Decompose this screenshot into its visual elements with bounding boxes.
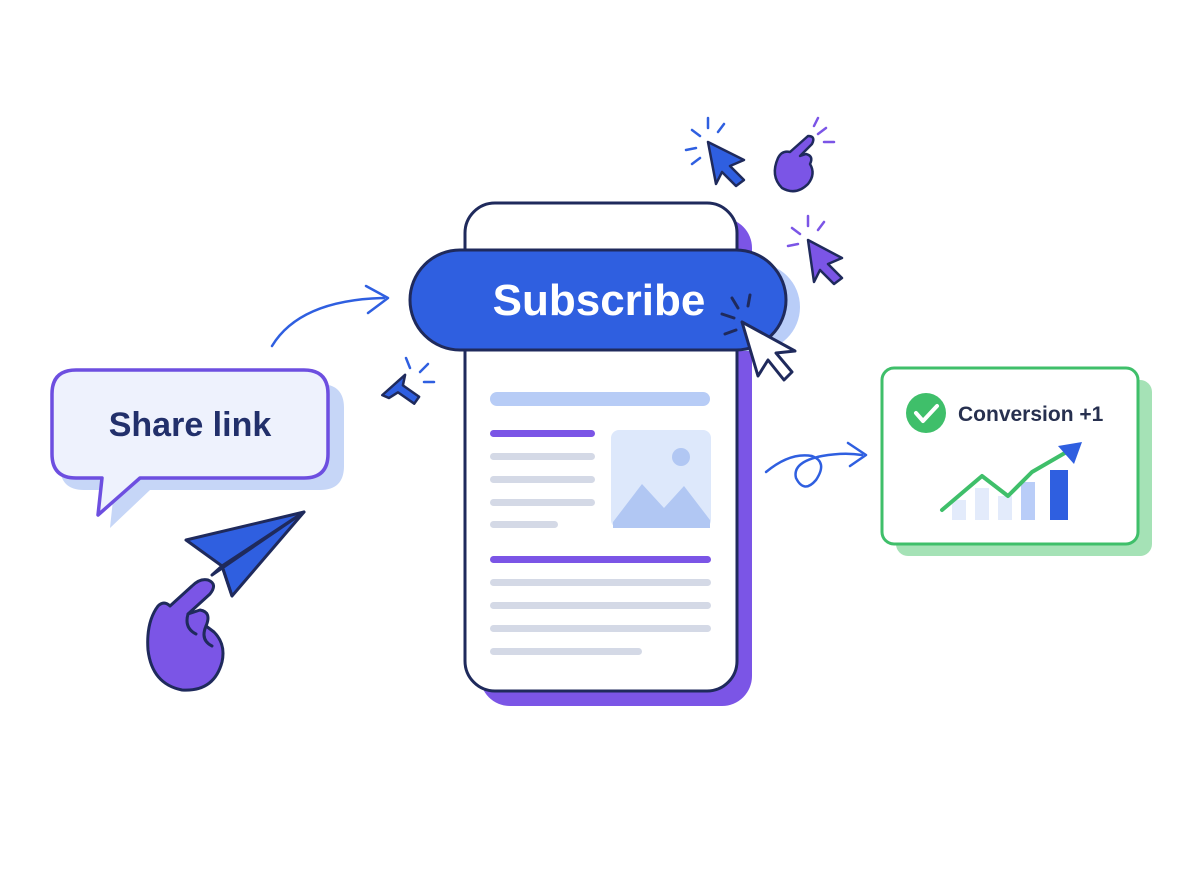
article-text-line xyxy=(490,648,642,655)
article-text-line xyxy=(490,476,595,483)
share-bubble-body xyxy=(50,368,330,517)
checkmark-icon xyxy=(906,393,946,433)
cursor-arrow-icon xyxy=(684,116,746,188)
cursor-arrow-icon xyxy=(786,214,844,286)
article-text-line xyxy=(490,602,711,609)
subscribe-button-label: Subscribe xyxy=(493,276,706,325)
conversion-card-body xyxy=(880,366,1140,546)
article-text-line xyxy=(490,625,711,632)
paper-plane-icon xyxy=(184,510,306,598)
share-link-bubble[interactable]: Share link xyxy=(50,368,344,528)
article-text-line xyxy=(490,499,595,506)
subscribe-button-body xyxy=(408,248,788,352)
flow-arrow-to-conversion xyxy=(764,441,868,488)
cursor-arrow-icon xyxy=(381,356,436,405)
pointing-hand-icon xyxy=(773,116,836,193)
pointing-hand-icon xyxy=(146,578,225,692)
conversion-card: Conversion +1 xyxy=(880,366,1152,556)
trend-up-icon xyxy=(940,442,1082,520)
article-text-line xyxy=(490,521,558,528)
conversion-label: Conversion +1 xyxy=(958,403,1104,426)
article-text-line xyxy=(490,579,711,586)
article-accent-line xyxy=(490,556,711,563)
article-accent-line xyxy=(490,430,595,437)
flow-arrow-share-to-subscribe xyxy=(270,284,390,348)
share-link-label: Share link xyxy=(109,406,272,444)
article-text-line xyxy=(490,453,595,460)
article-header-line xyxy=(490,392,710,406)
cursor-arrow-icon xyxy=(720,293,797,382)
subscribe-button[interactable]: Subscribe xyxy=(408,248,800,352)
image-placeholder-icon xyxy=(611,430,711,528)
